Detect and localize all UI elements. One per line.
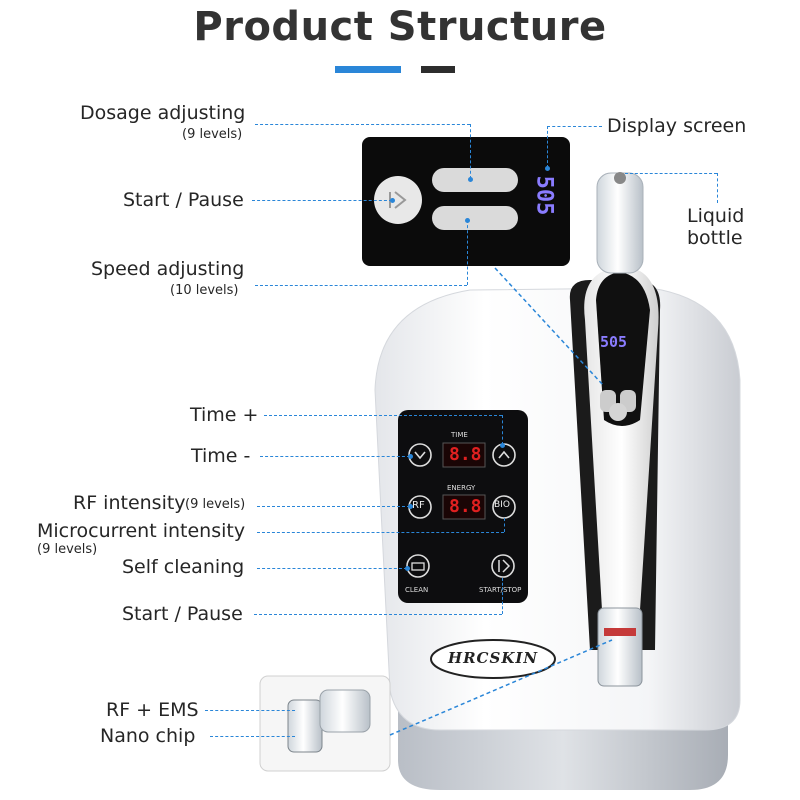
brand-logo: HRCSKIN [447,649,539,667]
pen-display: 505 [600,333,628,351]
play-pause-icon [498,559,511,573]
label-rf-levels: (9 levels) [185,497,246,512]
inset-pen-controls [362,137,570,266]
inset-start-pause-button[interactable] [374,176,422,224]
label-dosage: Dosage adjusting [80,102,246,124]
label-liquid-1: Liquid [687,205,745,227]
label-rf: RF intensity [73,492,186,514]
bio-button-label: BIO [494,500,510,510]
label-clean: Self cleaning [122,556,245,578]
label-start-pause-top: Start / Pause [123,189,244,211]
liquid-bottle [596,172,644,274]
label-rf-ems: RF + EMS [106,699,199,721]
label-time-plus: Time + [190,404,259,426]
chevron-up-icon [498,450,510,459]
label-dosage-levels: (9 levels) [182,127,243,142]
start-stop-button[interactable] [491,554,515,578]
panel-energy-label: ENERGY [447,484,476,492]
label-speed: Speed adjusting [91,258,245,280]
label-start-pause-bottom: Start / Pause [122,603,243,625]
start-stop-label: START/STOP [479,586,522,594]
panel-energy-display: 8.8 [449,496,482,517]
clean-icon [411,562,425,571]
label-time-minus: Time - [191,445,251,467]
label-nano: Nano chip [100,725,196,747]
label-micro: Microcurrent intensity [37,520,246,542]
panel-time-display: 8.8 [449,444,482,465]
pen-black-face [596,272,650,426]
panel-time-label: TIME [451,431,468,439]
page-title: Product Structure [193,4,607,50]
title-accent-dark-bar [421,66,455,73]
pen-tip-chip [597,607,643,687]
inset-dosage-button[interactable] [432,168,518,192]
chevron-down-icon [414,451,426,460]
inset-speed-button[interactable] [432,206,518,230]
clean-button-label: CLEAN [405,586,429,594]
label-liquid-2: bottle [687,227,743,249]
label-display: Display screen [607,115,747,137]
label-speed-levels: (10 levels) [170,283,239,298]
title-accent-blue-bar [335,66,401,73]
rf-button-label: RF [412,500,425,511]
inset-display: 505 [531,175,557,216]
label-micro-levels: (9 levels) [37,542,98,557]
